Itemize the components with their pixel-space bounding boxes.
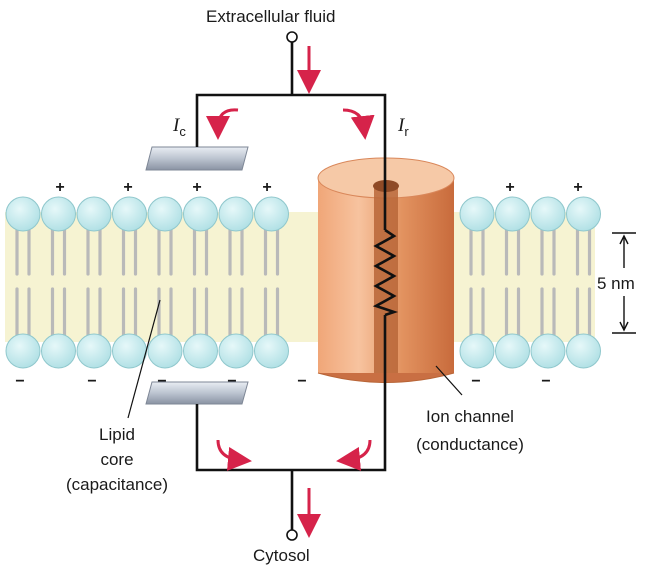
plus-charge: + bbox=[573, 179, 582, 196]
lipid-head bbox=[495, 196, 530, 232]
lipid-head bbox=[41, 333, 76, 369]
minus-charge: − bbox=[541, 373, 550, 390]
lipid-head bbox=[5, 333, 41, 369]
minus-charge: − bbox=[471, 373, 480, 390]
capacitor-plate-top bbox=[145, 146, 249, 171]
ion-pointer-line bbox=[435, 365, 463, 396]
lipid-heads bbox=[5, 196, 601, 369]
plus-charge: + bbox=[55, 179, 64, 196]
lipid-pointer-line bbox=[127, 299, 161, 419]
current-r-label: Ir bbox=[397, 115, 409, 139]
plus-charge: + bbox=[262, 179, 271, 196]
lipid-label-line2: core bbox=[100, 450, 133, 469]
lipid-head bbox=[459, 333, 495, 369]
resistor-zigzag bbox=[372, 228, 399, 317]
ion-label-line1: Ion channel bbox=[426, 407, 514, 426]
lipid-head bbox=[566, 333, 601, 369]
lipid-label-line1: Lipid bbox=[99, 425, 135, 444]
lipid-head bbox=[254, 196, 289, 232]
lipid-head bbox=[530, 196, 566, 232]
current-c-label: Ic bbox=[172, 115, 186, 139]
lipid-head bbox=[147, 196, 183, 232]
charge-signs: + + + + + + − − − − − − − bbox=[15, 179, 582, 390]
minus-charge: − bbox=[15, 373, 24, 390]
lipid-head bbox=[112, 196, 147, 232]
thickness-indicator bbox=[612, 232, 636, 334]
minus-charge: − bbox=[87, 373, 96, 390]
thickness-label: 5 nm bbox=[597, 274, 635, 293]
lipid-head bbox=[5, 196, 41, 232]
lipid-head bbox=[218, 196, 254, 232]
lipid-head bbox=[183, 196, 218, 232]
lipid-head bbox=[530, 333, 566, 369]
minus-charge: − bbox=[157, 373, 166, 390]
lipid-head bbox=[76, 196, 112, 232]
lipid-head bbox=[76, 333, 112, 369]
plus-charge: + bbox=[123, 179, 132, 196]
lipid-head bbox=[112, 333, 147, 369]
lipid-head bbox=[41, 196, 76, 232]
cytosol-label: Cytosol bbox=[253, 546, 310, 565]
ion-label-line2: (conductance) bbox=[416, 435, 524, 454]
capacitor-plate-bottom bbox=[145, 381, 249, 405]
lipid-head bbox=[495, 333, 530, 369]
bottom-terminal bbox=[286, 529, 298, 541]
lipid-head bbox=[218, 333, 254, 369]
circuit-wires bbox=[195, 42, 387, 530]
plus-charge: + bbox=[192, 179, 201, 196]
lipid-head bbox=[147, 333, 183, 369]
lipid-core-band bbox=[5, 212, 595, 342]
minus-charge: − bbox=[227, 373, 236, 390]
lipid-tails bbox=[15, 228, 592, 337]
extracellular-label: Extracellular fluid bbox=[206, 7, 335, 26]
minus-charge: − bbox=[297, 373, 306, 390]
current-arrows bbox=[206, 46, 375, 538]
lipid-label-line3: (capacitance) bbox=[66, 475, 168, 494]
top-terminal bbox=[286, 31, 298, 43]
lipid-head bbox=[566, 196, 601, 232]
lipid-head bbox=[459, 196, 495, 232]
plus-charge: + bbox=[505, 179, 514, 196]
lipid-head bbox=[183, 333, 218, 369]
lipid-head bbox=[254, 333, 289, 369]
